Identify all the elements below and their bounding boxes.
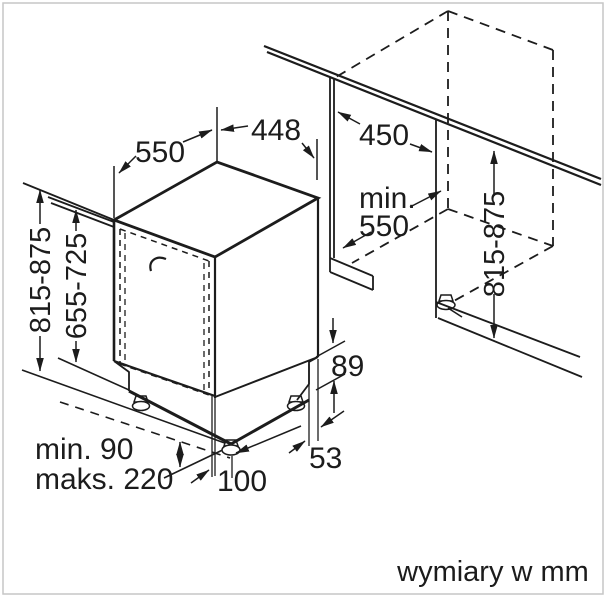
label-height-left: 815-875 (25, 227, 57, 333)
arrow-550-left (118, 155, 137, 174)
label-underworktop-height: 655-725 (61, 233, 93, 339)
base-bottom-front-edge (128, 389, 232, 446)
door-outline-dashed (119, 228, 210, 396)
arrow-min550-right (409, 190, 442, 208)
dimension-top-width: 448 (220, 114, 318, 180)
arrow-53-left (288, 440, 306, 454)
dimension-niche-depth: min. 550 (342, 182, 442, 249)
base-bottom-right-edge (230, 398, 310, 446)
niche-top-front-edge (335, 10, 449, 78)
label-89: 89 (331, 350, 364, 383)
arrow-448-right (301, 142, 315, 159)
dimension-height-left: 815-875 (25, 189, 57, 372)
tick-89-top (315, 340, 346, 358)
label-niche-depth-min: min. (359, 182, 416, 215)
niche-bottom-right-edge (447, 208, 554, 247)
arrow-53-right (320, 410, 345, 428)
niche-bottom-front-edge (351, 208, 449, 264)
dimension-height-right: 815-875 (479, 150, 511, 339)
label-height-right: 815-875 (479, 191, 511, 297)
appliance-feet (131, 395, 306, 456)
door-dash-bottom (119, 363, 210, 396)
door-bottom-extension-line (57, 357, 130, 391)
dimension-underworktop-height: 655-725 (61, 209, 93, 363)
label-niche-depth-value: 550 (359, 210, 409, 243)
niche-dashed-box (335, 10, 554, 303)
dimension-foot-inset-100: 100 (190, 394, 302, 498)
cabinet-foot-stem (437, 294, 455, 302)
niche-top-back-edge (447, 10, 554, 51)
label-niche-width: 450 (359, 119, 409, 152)
niche-bottom-back-edge (451, 245, 554, 303)
arrow-100-right (235, 425, 302, 454)
cabinet-left-wall (329, 77, 374, 291)
worktop-left (22, 182, 115, 228)
wall-bottom-band (329, 257, 374, 291)
dimension-top-depth: 550 (113, 107, 218, 218)
label-53: 53 (309, 442, 342, 475)
plinth-step-left (113, 360, 130, 391)
worktop-top-edge (263, 44, 602, 181)
appliance-body (110, 160, 322, 476)
cabinet-plinth-top-line (435, 301, 581, 358)
label-top-width: 448 (251, 114, 301, 147)
door-dash-top (119, 228, 210, 262)
worktop-bottom-edge (266, 50, 602, 187)
front-corner-foot-base (221, 444, 241, 456)
arrow-450-left (337, 111, 361, 125)
right-face-bottom-edge (214, 356, 319, 398)
arrow-448-left (220, 124, 249, 132)
label-100: 100 (217, 465, 267, 498)
front-left-foot-base (131, 400, 151, 412)
appliance-top-face (110, 160, 322, 259)
dimension-offset-53: 53 (288, 359, 345, 475)
label-top-depth: 550 (135, 136, 185, 169)
dimension-plinth-range: min. 90 maks. 220 (35, 433, 184, 496)
dimension-niche-width: 450 (337, 111, 433, 153)
arrow-min550-left (342, 231, 372, 249)
worktop-left-top-edge (22, 182, 115, 221)
arrow-550-right (182, 129, 213, 143)
label-plinth-min: min. 90 (35, 433, 133, 466)
cabinet-plinth-slash (447, 307, 463, 318)
worktop-right (263, 44, 602, 187)
worktop-left-lower-edge-2 (50, 202, 115, 228)
worktop-left-lower-edge-1 (47, 196, 115, 223)
arrow-450-right (409, 143, 433, 153)
footer-units-note: wymiary w mm (396, 556, 589, 588)
cabinet-plinth-floor (435, 301, 583, 378)
door-bottom-edge (113, 359, 216, 398)
floor-line-min (21, 369, 234, 447)
door-handle (149, 256, 167, 272)
label-plinth-max: maks. 220 (35, 463, 173, 496)
arrow-100-left (190, 469, 210, 484)
dimension-plinth-89: 89 (315, 318, 364, 413)
cabinet-floor-line (437, 317, 583, 378)
floor-line-max-dashed (59, 401, 231, 459)
